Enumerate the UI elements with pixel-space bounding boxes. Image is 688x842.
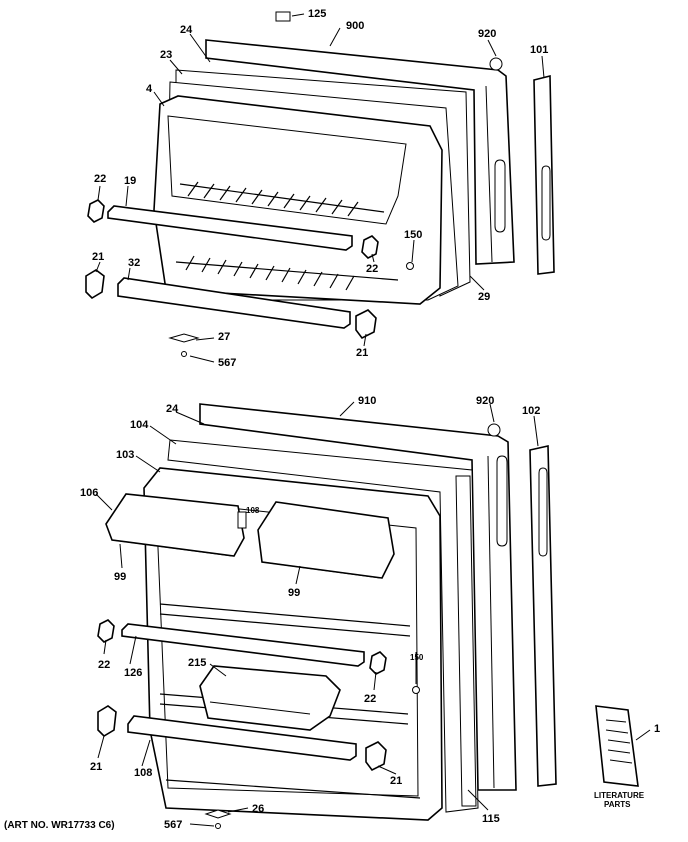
label-106: 106 [80, 487, 98, 499]
hinge-part-26 [204, 809, 232, 819]
label-104: 104 [130, 419, 149, 431]
label-21-upper-right: 21 [356, 347, 368, 359]
label-99-left: 99 [114, 571, 126, 583]
freezer-handle-101 [533, 74, 555, 275]
literature-caption-line2: PARTS [604, 800, 631, 809]
gasket-strip-115 [455, 475, 477, 807]
leader-lines-upper [95, 13, 545, 363]
hinge-part-27 [168, 333, 200, 343]
plug-150-top [406, 262, 414, 270]
label-24-top: 24 [180, 24, 193, 36]
art-number: (ART NO. WR17733 C6) [4, 820, 115, 831]
label-26: 26 [252, 803, 264, 815]
label-150-top: 150 [404, 229, 422, 241]
label-108-hinge: 108 [246, 506, 260, 515]
shelf-end-cap-22-lower-right [369, 651, 387, 675]
label-567-top: 567 [218, 357, 236, 369]
part-125 [275, 11, 291, 22]
label-900: 900 [346, 20, 364, 32]
label-19: 19 [124, 175, 136, 187]
shelf-end-cap-21-right [355, 309, 377, 340]
label-29: 29 [478, 291, 490, 303]
shelf-end-cap-22-right [361, 235, 379, 259]
label-910: 910 [358, 395, 376, 407]
label-22-lower-right: 22 [364, 693, 376, 705]
screw-567-bottom [215, 823, 221, 829]
freezer-liner-ribs-upper [179, 181, 385, 217]
shelf-end-cap-21-lower-left [97, 705, 117, 738]
label-215: 215 [188, 657, 206, 669]
freezer-shelf-bar-19 [107, 205, 353, 251]
fresh-food-shelf-bar-126 [121, 623, 365, 667]
plug-150-bottom [412, 686, 420, 694]
fresh-food-outer-door-910 [199, 403, 517, 791]
label-4: 4 [146, 83, 153, 95]
label-102: 102 [522, 405, 540, 417]
literature-caption-line1: LITERATURE [594, 791, 645, 800]
shelf-end-cap-22-left [87, 199, 105, 223]
shelf-end-cap-21-lower-right [365, 741, 387, 772]
fresh-food-door-assembly [97, 403, 639, 829]
freezer-liner-inner [167, 115, 407, 225]
freezer-shelf-bar-32 [117, 277, 351, 329]
fresh-food-handle-102 [529, 445, 557, 787]
plug-920-top [489, 57, 503, 71]
label-21-lower-left: 21 [90, 761, 102, 773]
dairy-hinge-108 [237, 511, 247, 529]
shelf-end-cap-21-left [85, 269, 105, 300]
label-150-bottom: 150 [410, 653, 424, 662]
label-108-bar: 108 [134, 767, 152, 779]
label-920-bottom: 920 [476, 395, 494, 407]
part-number-labels: 125 900 920 101 24 23 4 22 19 21 32 150 … [4, 8, 660, 831]
label-567-bottom: 567 [164, 819, 182, 831]
label-24-bottom: 24 [166, 403, 179, 415]
screw-567-top [181, 351, 187, 357]
label-21-upper-left: 21 [92, 251, 104, 263]
label-22-upper-left: 22 [94, 173, 106, 185]
label-125: 125 [308, 8, 326, 20]
leader-lines-lower [95, 401, 651, 827]
label-101: 101 [530, 44, 548, 56]
shelf-end-cap-22-lower-left [97, 619, 115, 643]
label-21-lower-right: 21 [390, 775, 402, 787]
label-1: 1 [654, 723, 660, 735]
fresh-food-gasket-104 [167, 439, 479, 813]
label-920-top: 920 [478, 28, 496, 40]
bin-215 [199, 665, 341, 731]
label-103: 103 [116, 449, 134, 461]
label-22-lower-left: 22 [98, 659, 110, 671]
label-99-right: 99 [288, 587, 300, 599]
fresh-food-shelf-bar-108 [127, 715, 357, 761]
label-27: 27 [218, 331, 230, 343]
freezer-door-assembly [85, 11, 555, 357]
freezer-liner-ribs-lower [175, 255, 399, 291]
label-115: 115 [482, 813, 500, 825]
label-32: 32 [128, 257, 140, 269]
label-23: 23 [160, 49, 172, 61]
plug-920-bottom [487, 423, 501, 437]
literature-parts-booklet [595, 705, 639, 787]
label-22-upper-right: 22 [366, 263, 378, 275]
freezer-outer-door-900 [205, 39, 515, 265]
label-126: 126 [124, 667, 142, 679]
